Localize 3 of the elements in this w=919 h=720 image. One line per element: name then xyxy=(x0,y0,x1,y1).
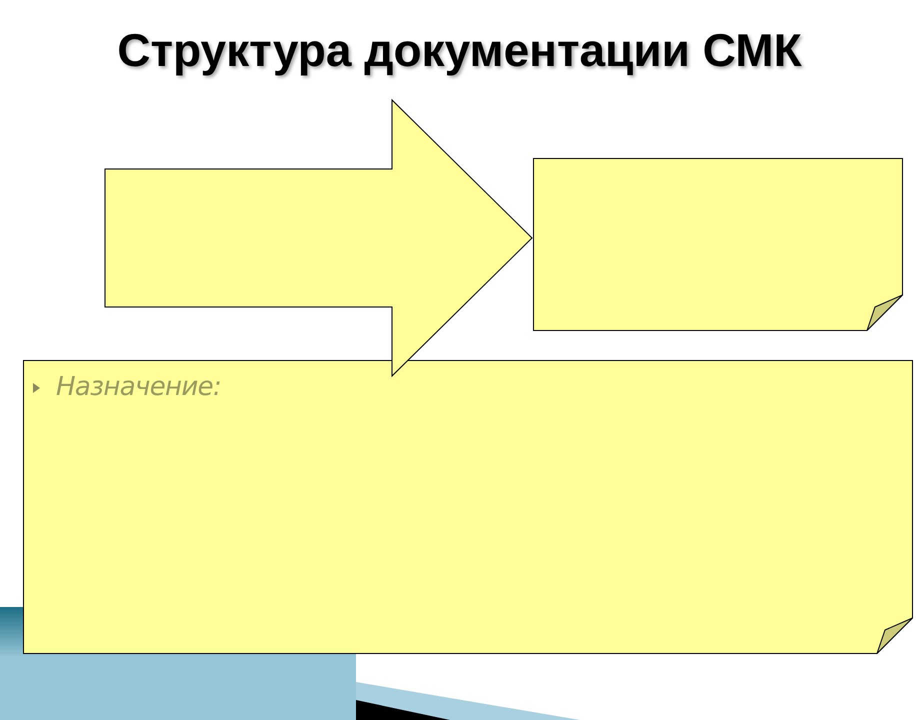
bullet-text: Назначение: xyxy=(56,371,222,404)
block-arrow xyxy=(104,98,533,378)
slide-title: Структура документации СМК xyxy=(116,23,803,78)
